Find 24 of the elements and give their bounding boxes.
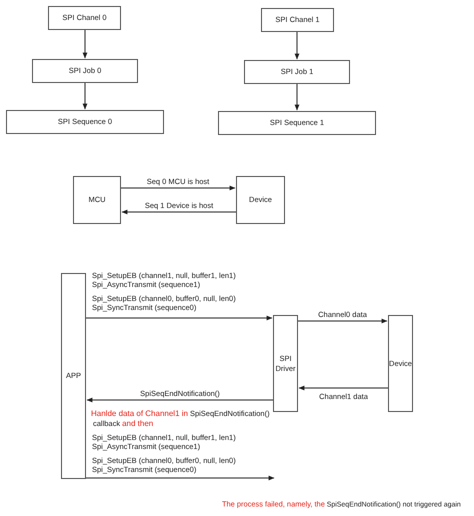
arrow	[120, 186, 236, 190]
process-box	[6, 110, 164, 134]
process-box	[73, 176, 121, 224]
arrow	[294, 84, 300, 111]
arrow	[298, 318, 388, 324]
arrow	[86, 316, 273, 320]
process-box	[273, 315, 298, 412]
arrow	[82, 82, 88, 110]
arrow	[86, 476, 275, 480]
arrow	[298, 386, 388, 390]
arrow	[86, 398, 274, 402]
process-box	[218, 111, 376, 135]
process-box	[236, 176, 285, 224]
process-box	[388, 315, 413, 412]
note-text: and then	[122, 419, 154, 428]
process-box	[32, 59, 138, 83]
arrow	[82, 30, 88, 59]
note-text: Hanlde data of Channel1 in	[91, 409, 188, 418]
process-box	[261, 8, 334, 32]
process-box	[244, 60, 350, 84]
arrow	[121, 210, 236, 214]
arrow	[294, 32, 300, 60]
process-box	[48, 6, 121, 30]
process-box	[61, 273, 86, 479]
